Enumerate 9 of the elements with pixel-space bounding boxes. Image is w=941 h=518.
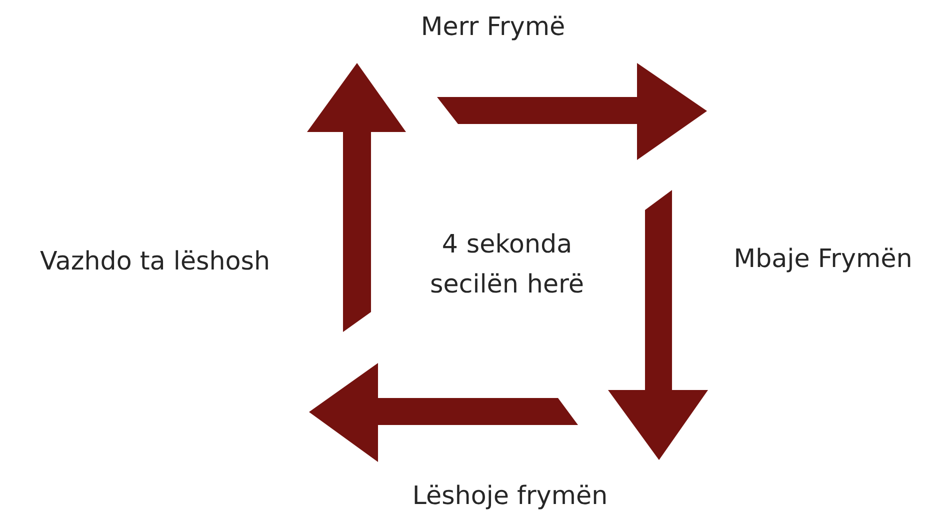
arrow-label: Lëshoje frymën [414,484,606,510]
block-arrow [307,63,406,332]
block-arrow [309,363,578,462]
arrow-label: Mbaje Frymën [736,248,910,272]
arrow-label: Vazhdo ta lëshosh [40,250,268,270]
center-text: 4 sekonda secilën herë [431,233,583,293]
block-arrow [437,63,708,160]
arrow-label: Merr Frymë [423,16,564,40]
block-arrow [608,190,708,460]
